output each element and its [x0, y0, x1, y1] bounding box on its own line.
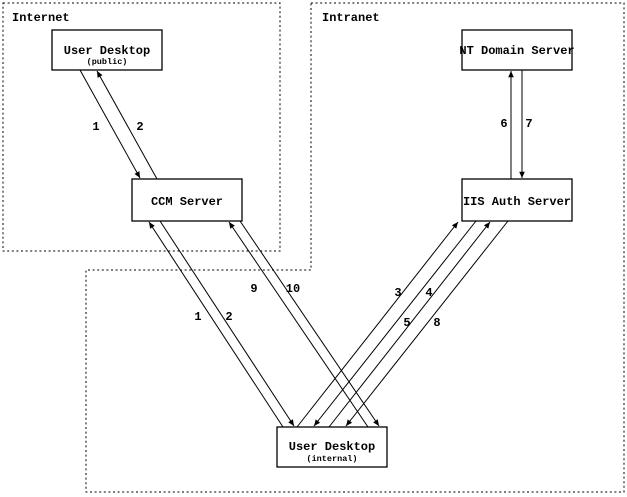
- node-ccm-server: CCM Server: [131, 178, 243, 222]
- edge-label-5: 5: [403, 316, 410, 330]
- edge-1-public-to-ccm: [79, 69, 141, 179]
- user-desktop-internal-sublabel: (internal): [306, 454, 357, 464]
- edge-label-6: 6: [500, 117, 507, 131]
- node-nt-domain-server: NT Domain Server: [459, 29, 575, 71]
- edge-4-iis-to-internal: [313, 220, 477, 427]
- edge-label-2-internal: 2: [225, 310, 232, 324]
- user-desktop-internal-label: User Desktop: [289, 440, 375, 454]
- node-iis-auth-server: IIS Auth Server: [461, 178, 573, 222]
- edge-label-10: 10: [286, 282, 300, 296]
- edge-label-8: 8: [433, 316, 440, 330]
- nt-domain-server-label: NT Domain Server: [459, 44, 574, 58]
- edge-3-internal-to-iis: [296, 221, 459, 428]
- iis-auth-server-label: IIS Auth Server: [463, 195, 571, 209]
- node-user-desktop-internal: User Desktop (internal): [276, 426, 388, 468]
- intranet-zone-border: [85, 2, 625, 493]
- edge-10-ccm-to-internal: [239, 220, 380, 427]
- ccm-server-label: CCM Server: [151, 195, 223, 209]
- internet-zone-label: Internet: [12, 11, 70, 25]
- edge-label-1-public: 1: [92, 120, 99, 134]
- user-desktop-internal-box: [276, 426, 388, 468]
- edge-1-internal-to-ccm: [148, 221, 284, 428]
- edge-label-3: 3: [394, 286, 401, 300]
- edge-2-ccm-to-public: [96, 70, 158, 180]
- internet-zone-border: [2, 2, 281, 252]
- intranet-zone-label: Intranet: [322, 11, 380, 25]
- user-desktop-public-sublabel: (public): [87, 57, 128, 67]
- iis-auth-server-box: [461, 178, 573, 222]
- node-user-desktop-public: User Desktop (public): [51, 29, 163, 71]
- nt-domain-server-box: [461, 29, 573, 71]
- edge-label-7: 7: [525, 117, 532, 131]
- edge-label-4: 4: [425, 286, 432, 300]
- edge-5-internal-to-iis: [328, 221, 491, 428]
- edge-9-internal-to-ccm: [228, 221, 369, 428]
- ccm-server-box: [131, 178, 243, 222]
- user-desktop-public-label: User Desktop: [64, 44, 150, 58]
- edge-8-iis-to-internal: [345, 220, 509, 427]
- edge-label-2-public: 2: [136, 120, 143, 134]
- edge-2-ccm-to-internal: [159, 220, 295, 427]
- edge-label-1-internal: 1: [194, 310, 201, 324]
- edge-label-9: 9: [250, 282, 257, 296]
- user-desktop-public-box: [51, 29, 163, 71]
